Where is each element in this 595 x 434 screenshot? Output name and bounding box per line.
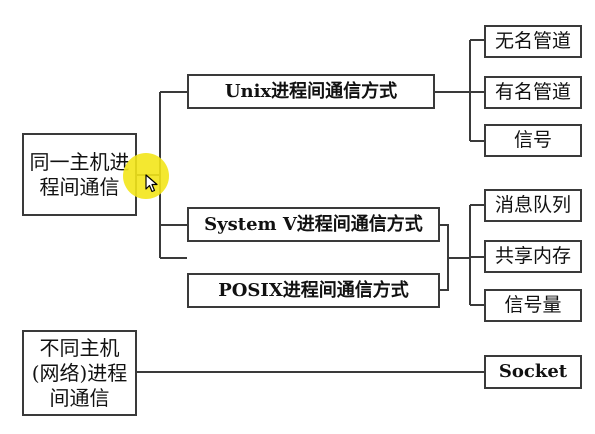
node-network-ipc: 不同主机(网络)进程间通信 bbox=[22, 330, 137, 416]
node-message-queue: 消息队列 bbox=[484, 189, 582, 222]
mouse-pointer-icon bbox=[145, 174, 158, 193]
node-posix-ipc-label: POSIX进程间通信方式 bbox=[218, 279, 409, 301]
node-same-host-ipc-label: 同一主机进程间通信 bbox=[29, 149, 130, 199]
node-signal-label: 信号 bbox=[513, 129, 552, 152]
node-socket-label: Socket bbox=[498, 361, 568, 383]
node-system-v-ipc-label: System V进程间通信方式 bbox=[204, 213, 423, 235]
connector-sysv-posix-branch bbox=[440, 204, 484, 306]
node-shared-memory-label: 共享内存 bbox=[494, 245, 571, 268]
node-network-ipc-label: 不同主机(网络)进程间通信 bbox=[31, 335, 128, 410]
node-named-pipe: 有名管道 bbox=[484, 76, 582, 109]
node-shared-memory: 共享内存 bbox=[484, 240, 582, 273]
node-same-host-ipc: 同一主机进程间通信 bbox=[22, 133, 137, 216]
node-unix-ipc-label: Unix进程间通信方式 bbox=[224, 80, 398, 102]
node-unix-ipc: Unix进程间通信方式 bbox=[187, 74, 435, 109]
node-semaphore: 信号量 bbox=[484, 289, 582, 322]
node-named-pipe-label: 有名管道 bbox=[494, 81, 571, 104]
node-semaphore-label: 信号量 bbox=[504, 294, 562, 317]
node-socket: Socket bbox=[484, 355, 582, 389]
node-unnamed-pipe-label: 无名管道 bbox=[494, 30, 571, 53]
connector-unix-branch bbox=[435, 39, 484, 142]
node-unnamed-pipe: 无名管道 bbox=[484, 25, 582, 58]
node-signal: 信号 bbox=[484, 124, 582, 157]
node-posix-ipc: POSIX进程间通信方式 bbox=[187, 273, 440, 308]
node-system-v-ipc: System V进程间通信方式 bbox=[187, 207, 440, 242]
node-message-queue-label: 消息队列 bbox=[494, 194, 571, 217]
